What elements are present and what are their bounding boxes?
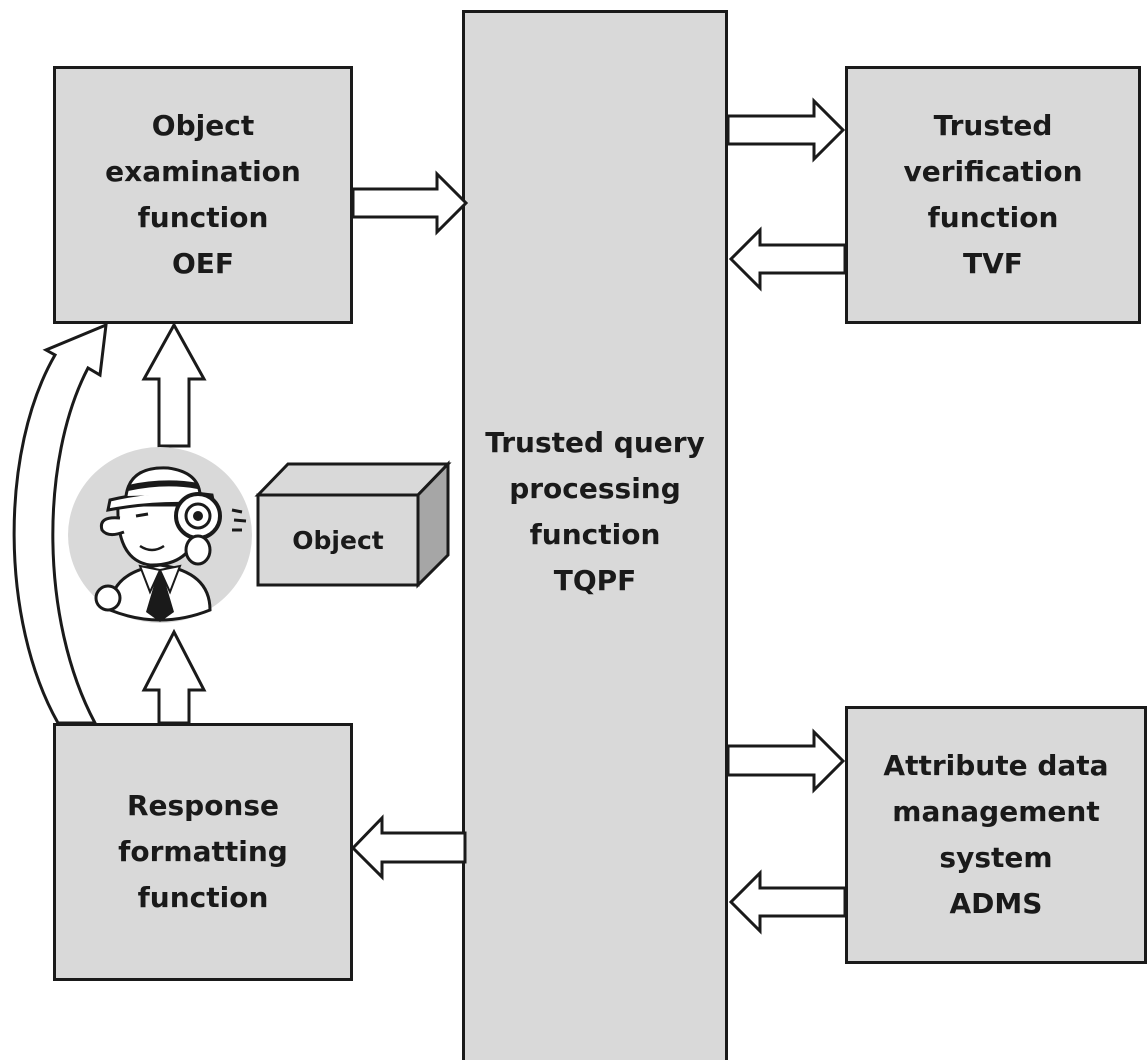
arrow-rff-to-examiner — [141, 628, 207, 725]
rff-label-line: Response — [126, 789, 280, 822]
arrow-tqpf-to-tvf — [726, 97, 846, 163]
object-box-3d — [254, 460, 452, 589]
adms-label-line: ADMS — [949, 887, 1043, 920]
adms-box: Attribute data management system ADMS — [845, 706, 1147, 964]
tvf-label: Trusted verification function TVF — [903, 103, 1082, 287]
tqpf-label: Trusted query processing function TQPF — [485, 420, 705, 604]
arrow-rff-to-oef-curved — [12, 322, 108, 725]
adms-label-line: management — [892, 795, 1100, 828]
tvf-label-line: verification — [903, 155, 1083, 188]
oef-label-line: examination — [105, 155, 301, 188]
tvf-label-line: TVF — [963, 247, 1023, 280]
oef-label-line: Object — [151, 109, 255, 142]
tqpf-label-line: TQPF — [553, 563, 637, 597]
tvf-label-line: function — [927, 201, 1059, 234]
rff-label-line: formatting — [118, 835, 288, 868]
arrow-tqpf-to-adms — [726, 728, 846, 794]
oef-label-line: OEF — [171, 247, 235, 280]
arrow-tqpf-to-rff — [350, 814, 467, 881]
rff-box: Response formatting function — [53, 723, 353, 981]
object-front-face — [256, 493, 420, 587]
tqpf-label-line: function — [529, 517, 661, 551]
oef-label: Object examination function OEF — [105, 103, 301, 287]
tqpf-label-line: processing — [509, 471, 681, 505]
object-label: Object — [292, 526, 383, 555]
adms-label: Attribute data management system ADMS — [883, 743, 1108, 927]
object-top-face — [254, 462, 452, 497]
adms-label-line: Attribute data — [883, 749, 1109, 782]
tvf-box: Trusted verification function TVF — [845, 66, 1141, 324]
tqpf-box: Trusted query processing function TQPF — [462, 10, 728, 1060]
arrow-tvf-to-tqpf — [728, 226, 847, 292]
arrow-adms-to-tqpf — [728, 869, 847, 935]
adms-label-line: system — [939, 841, 1053, 874]
oef-label-line: function — [137, 201, 269, 234]
oef-box: Object examination function OEF — [53, 66, 353, 324]
rff-label: Response formatting function — [118, 783, 288, 921]
tvf-label-line: Trusted — [933, 109, 1053, 142]
arrow-oef-to-tqpf — [351, 170, 469, 236]
tqpf-label-line: Trusted query — [485, 425, 705, 459]
detective-with-magnifying-glass-icon — [68, 447, 252, 623]
rff-label-line: function — [137, 881, 269, 914]
arrow-examiner-to-oef — [141, 321, 207, 448]
